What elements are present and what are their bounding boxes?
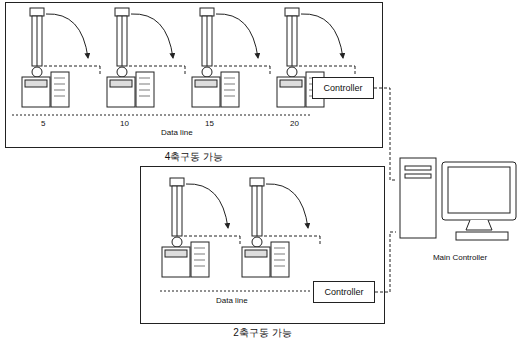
- panel-caption: 4축구동 가능: [6, 150, 382, 164]
- robot-arm: [242, 178, 320, 277]
- signal-connector: [375, 232, 396, 292]
- drive-panel: 2축구동 가능Controller: [140, 166, 385, 324]
- line-label: Data line: [160, 128, 194, 137]
- line-label: Data line: [215, 296, 249, 305]
- robot-arm: [192, 8, 270, 107]
- data-line: [12, 115, 312, 116]
- controller-box: Controller: [312, 77, 374, 99]
- node-label: Controller: [323, 83, 362, 93]
- computer-icon: [396, 150, 524, 248]
- robot-arm: [162, 178, 240, 277]
- robot-arm: [22, 8, 100, 107]
- robot-arm: [107, 8, 185, 107]
- callout-number: 10: [119, 119, 130, 128]
- controller-box: Controller: [313, 281, 375, 303]
- node-label: Main Controller: [396, 253, 524, 262]
- callout-number: 15: [204, 119, 215, 128]
- callout-number: 5: [40, 119, 46, 128]
- data-line: [160, 291, 312, 292]
- node-label: Controller: [324, 287, 363, 297]
- panel-caption: 2축구동 가능: [141, 326, 384, 340]
- callout-number: 20: [289, 119, 300, 128]
- main-controller-pc: Main Controller: [396, 150, 524, 262]
- drive-panel: 4축구동 가능Controller: [5, 2, 383, 148]
